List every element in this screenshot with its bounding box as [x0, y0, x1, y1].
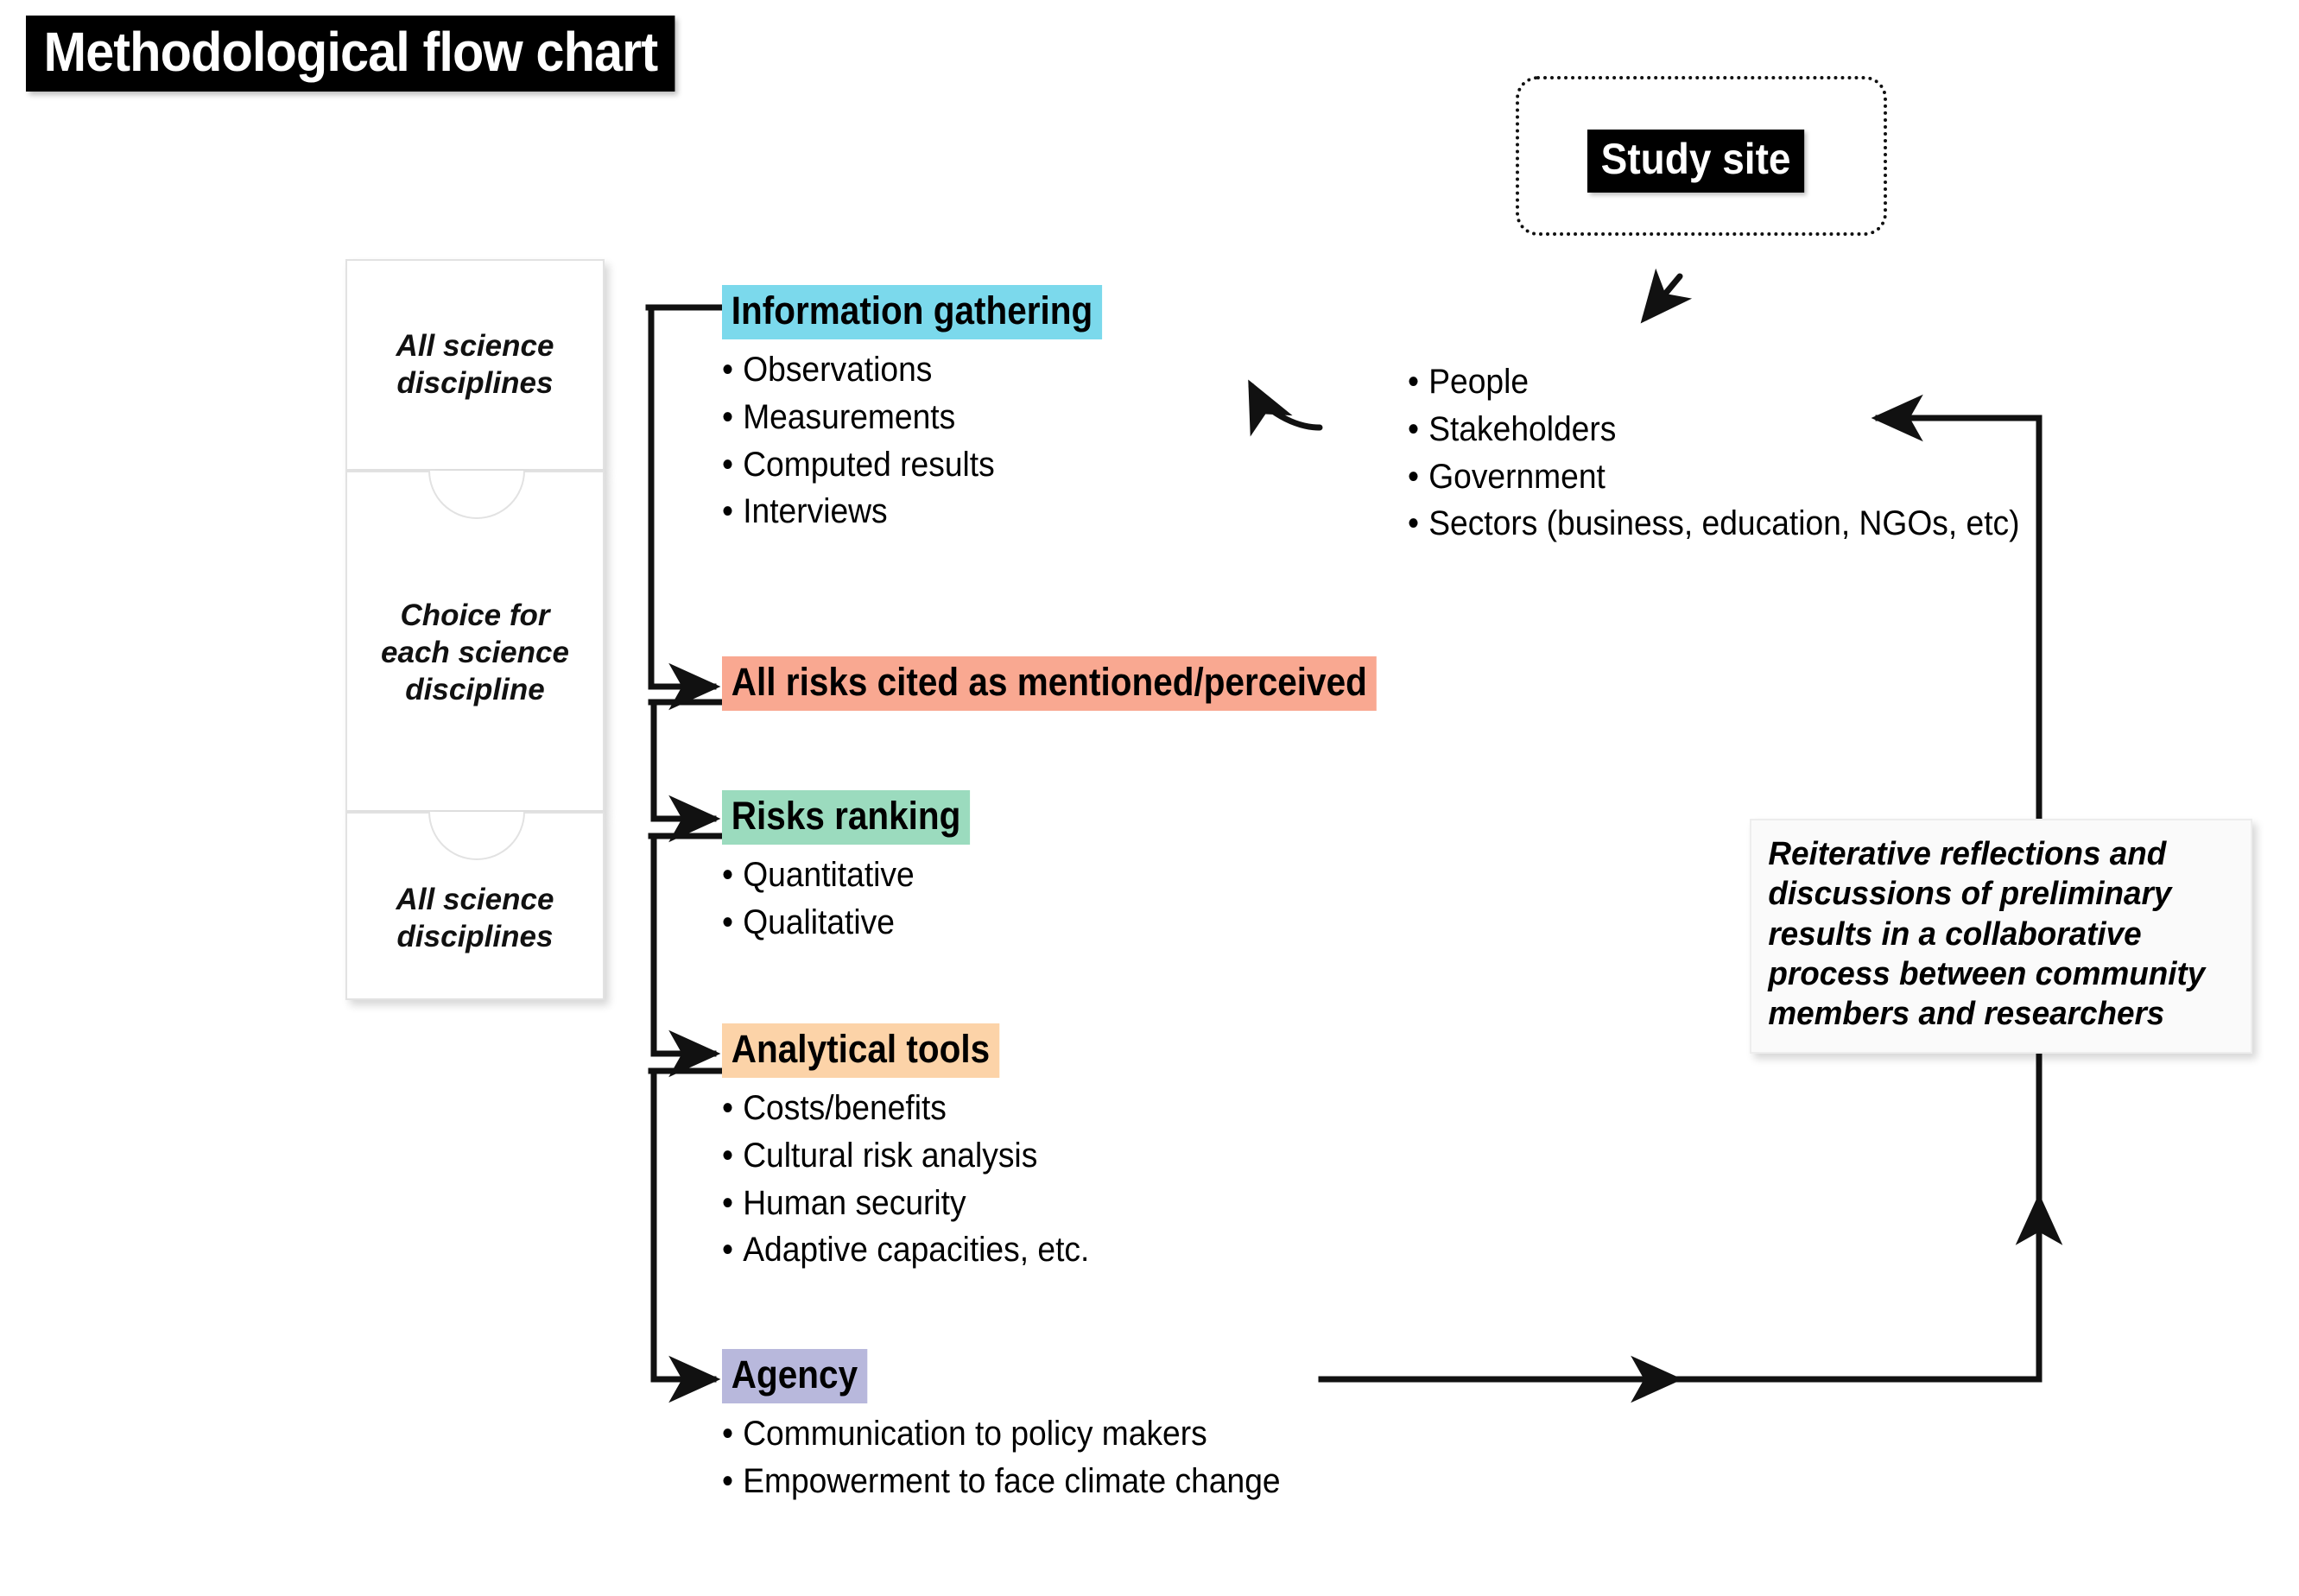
page-title: Methodological flow chart — [26, 16, 675, 92]
note-line: discussions of preliminary — [1768, 876, 2172, 913]
stakeholder-item: Sectors (business, education, NGOs, etc) — [1408, 500, 2019, 548]
bullet-item: Measurements — [722, 394, 1115, 441]
bullet-item: Communication to policy makers — [722, 1410, 1281, 1458]
section-all-risks-cited: All risks cited as mentioned/perceived — [722, 656, 1449, 712]
section-bullets-agency: Communication to policy makers Empowerme… — [722, 1410, 1281, 1505]
reiterative-reflections-note: Reiterative reflections and discussions … — [1750, 819, 2252, 1054]
section-risks-ranking: Risks ranking Quantitative Qualitative — [722, 790, 998, 947]
note-line: process between community — [1768, 956, 2206, 993]
puzzle-piece-all-science-disciplines-bottom: All science disciplines — [345, 812, 605, 1000]
bullet-item: Cultural risk analysis — [722, 1132, 1089, 1180]
bullet-item: Quantitative — [722, 852, 978, 899]
section-bullets-information-gathering: Observations Measurements Computed resul… — [722, 346, 1115, 535]
puzzle-piece-choice-for-each-science-discipline: Choice for each science discipline — [345, 471, 605, 812]
section-analytical-tools: Analytical tools Costs/benefits Cultural… — [722, 1023, 1117, 1274]
section-title-all-risks-cited: All risks cited as mentioned/perceived — [722, 656, 1377, 712]
section-bullets-risks-ranking: Quantitative Qualitative — [722, 852, 978, 947]
puzzle-label-line: each science — [381, 636, 569, 670]
puzzle-label-line: All science — [396, 328, 554, 363]
note-line: members and researchers — [1768, 996, 2165, 1033]
bullet-item: Computed results — [722, 441, 1115, 489]
stakeholder-item: Government — [1408, 453, 2020, 501]
stakeholders-list: People Stakeholders Government Sectors (… — [1408, 358, 2020, 548]
study-site-frame — [1516, 76, 1887, 236]
note-line: results in a collaborative — [1768, 915, 2142, 953]
puzzle-piece-all-science-disciplines-top: All science disciplines — [345, 259, 605, 471]
section-title-agency: Agency — [722, 1349, 867, 1404]
puzzle-label-line: Choice for — [400, 598, 550, 633]
puzzle-label-line: discipline — [405, 672, 545, 706]
stakeholder-item: People — [1408, 358, 2020, 406]
note-line: Reiterative reflections and — [1768, 836, 2167, 872]
bullet-item: Adaptive capacities, etc. — [722, 1226, 1089, 1274]
bullet-item: Empowerment to face climate change — [722, 1458, 1280, 1505]
section-agency: Agency Communication to policy makers Em… — [722, 1349, 1322, 1505]
puzzle-label-line: All science — [396, 883, 554, 917]
section-information-gathering: Information gathering Observations Measu… — [722, 285, 1144, 535]
section-title-information-gathering: Information gathering — [722, 285, 1103, 340]
section-title-analytical-tools: Analytical tools — [722, 1023, 999, 1079]
bullet-item: Costs/benefits — [722, 1085, 1089, 1132]
bullet-item: Observations — [722, 346, 1115, 394]
bullet-item: Human security — [722, 1180, 1089, 1227]
bullet-item: Interviews — [722, 488, 1115, 535]
puzzle-label-line: disciplines — [396, 365, 554, 400]
bullet-item: Qualitative — [722, 899, 978, 947]
stakeholder-item: Stakeholders — [1408, 406, 2020, 453]
study-site-label: Study site — [1587, 130, 1805, 193]
section-title-risks-ranking: Risks ranking — [722, 790, 971, 846]
puzzle-label-line: disciplines — [396, 920, 554, 953]
section-bullets-analytical-tools: Costs/benefits Cultural risk analysis Hu… — [722, 1085, 1089, 1274]
